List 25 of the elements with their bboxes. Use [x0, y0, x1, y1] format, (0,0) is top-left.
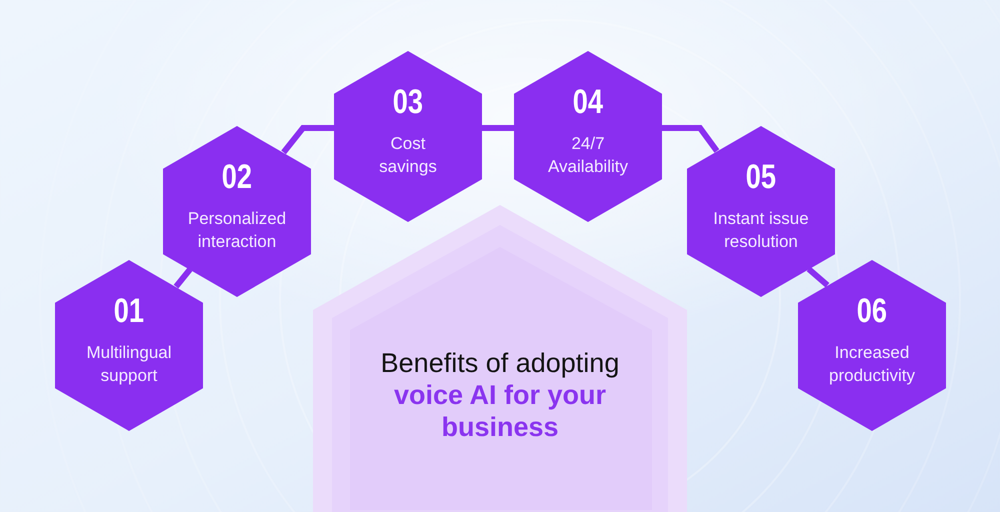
connector-line [174, 267, 192, 289]
hexagon-node [687, 126, 835, 296]
panel-heading: Benefits of adopting voice AI for your business [380, 347, 620, 443]
step-label: 24/7 Availability [546, 132, 629, 178]
hexagon-node [798, 260, 946, 430]
step-label: Cost savings [378, 132, 438, 178]
central-panel [313, 205, 687, 512]
step-number: 03 [392, 84, 424, 118]
connector-line [482, 125, 514, 131]
step-number: 06 [856, 294, 888, 328]
step-number: 02 [222, 160, 252, 194]
connector-line [806, 266, 830, 288]
step-label: Personalized interaction [186, 208, 288, 252]
hexagon-node [163, 126, 311, 296]
hexagon-node [55, 260, 203, 430]
connector-line [281, 125, 334, 154]
step-number: 01 [114, 294, 144, 328]
step-number: 04 [572, 84, 604, 118]
hexagon-node [334, 50, 482, 222]
connector-line [662, 125, 720, 153]
step-number: 05 [746, 160, 776, 194]
step-label: Instant issue resolution [712, 208, 810, 252]
step-label: Multilingual support [85, 342, 173, 386]
hexagon-node [514, 50, 662, 222]
step-label: Increased productivity [828, 342, 916, 386]
